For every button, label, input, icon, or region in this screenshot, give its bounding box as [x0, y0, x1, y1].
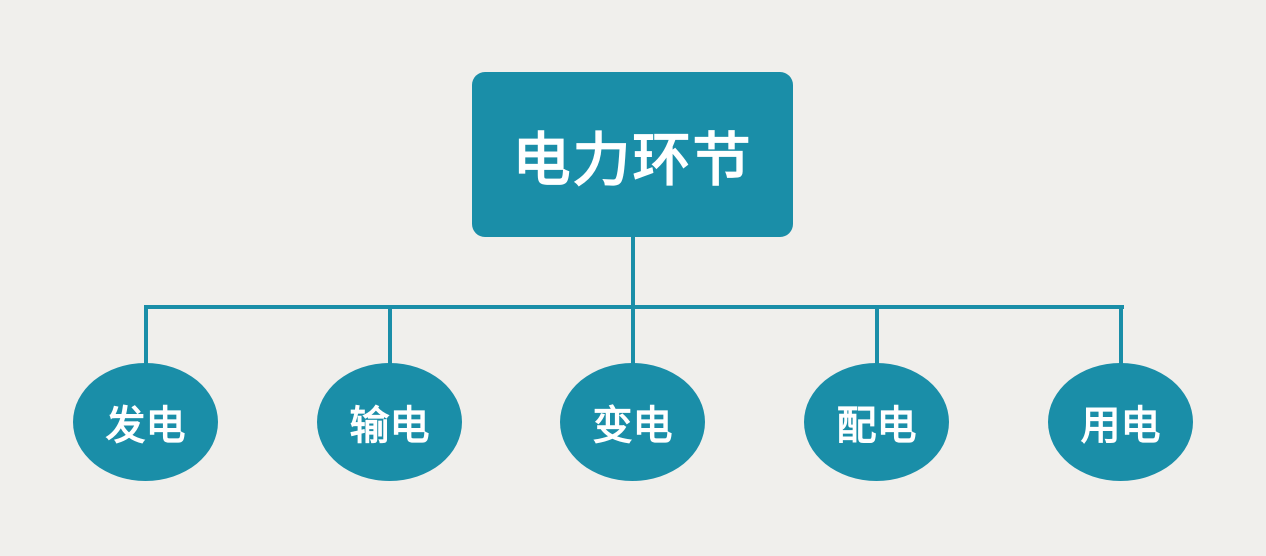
child-node-transmission: 输电 — [317, 363, 462, 481]
node-label: 发电 — [105, 403, 186, 449]
child-connector — [631, 305, 635, 365]
node-label: 输电 — [349, 403, 430, 449]
node-label: 配电 — [836, 403, 917, 449]
child-node-transformation: 变电 — [560, 363, 705, 481]
child-node-distribution: 配电 — [804, 363, 949, 481]
node-label: 用电 — [1080, 403, 1161, 449]
child-node-generation: 发电 — [73, 363, 218, 481]
child-connector — [875, 305, 879, 365]
root-node: 电力环节 — [472, 72, 793, 237]
child-connector — [388, 305, 392, 365]
root-label: 电力环节 — [512, 125, 753, 194]
child-connector — [144, 305, 148, 365]
child-node-consumption: 用电 — [1048, 363, 1193, 481]
node-label: 变电 — [592, 403, 673, 449]
root-connector — [631, 237, 635, 309]
child-connector — [1119, 305, 1123, 365]
